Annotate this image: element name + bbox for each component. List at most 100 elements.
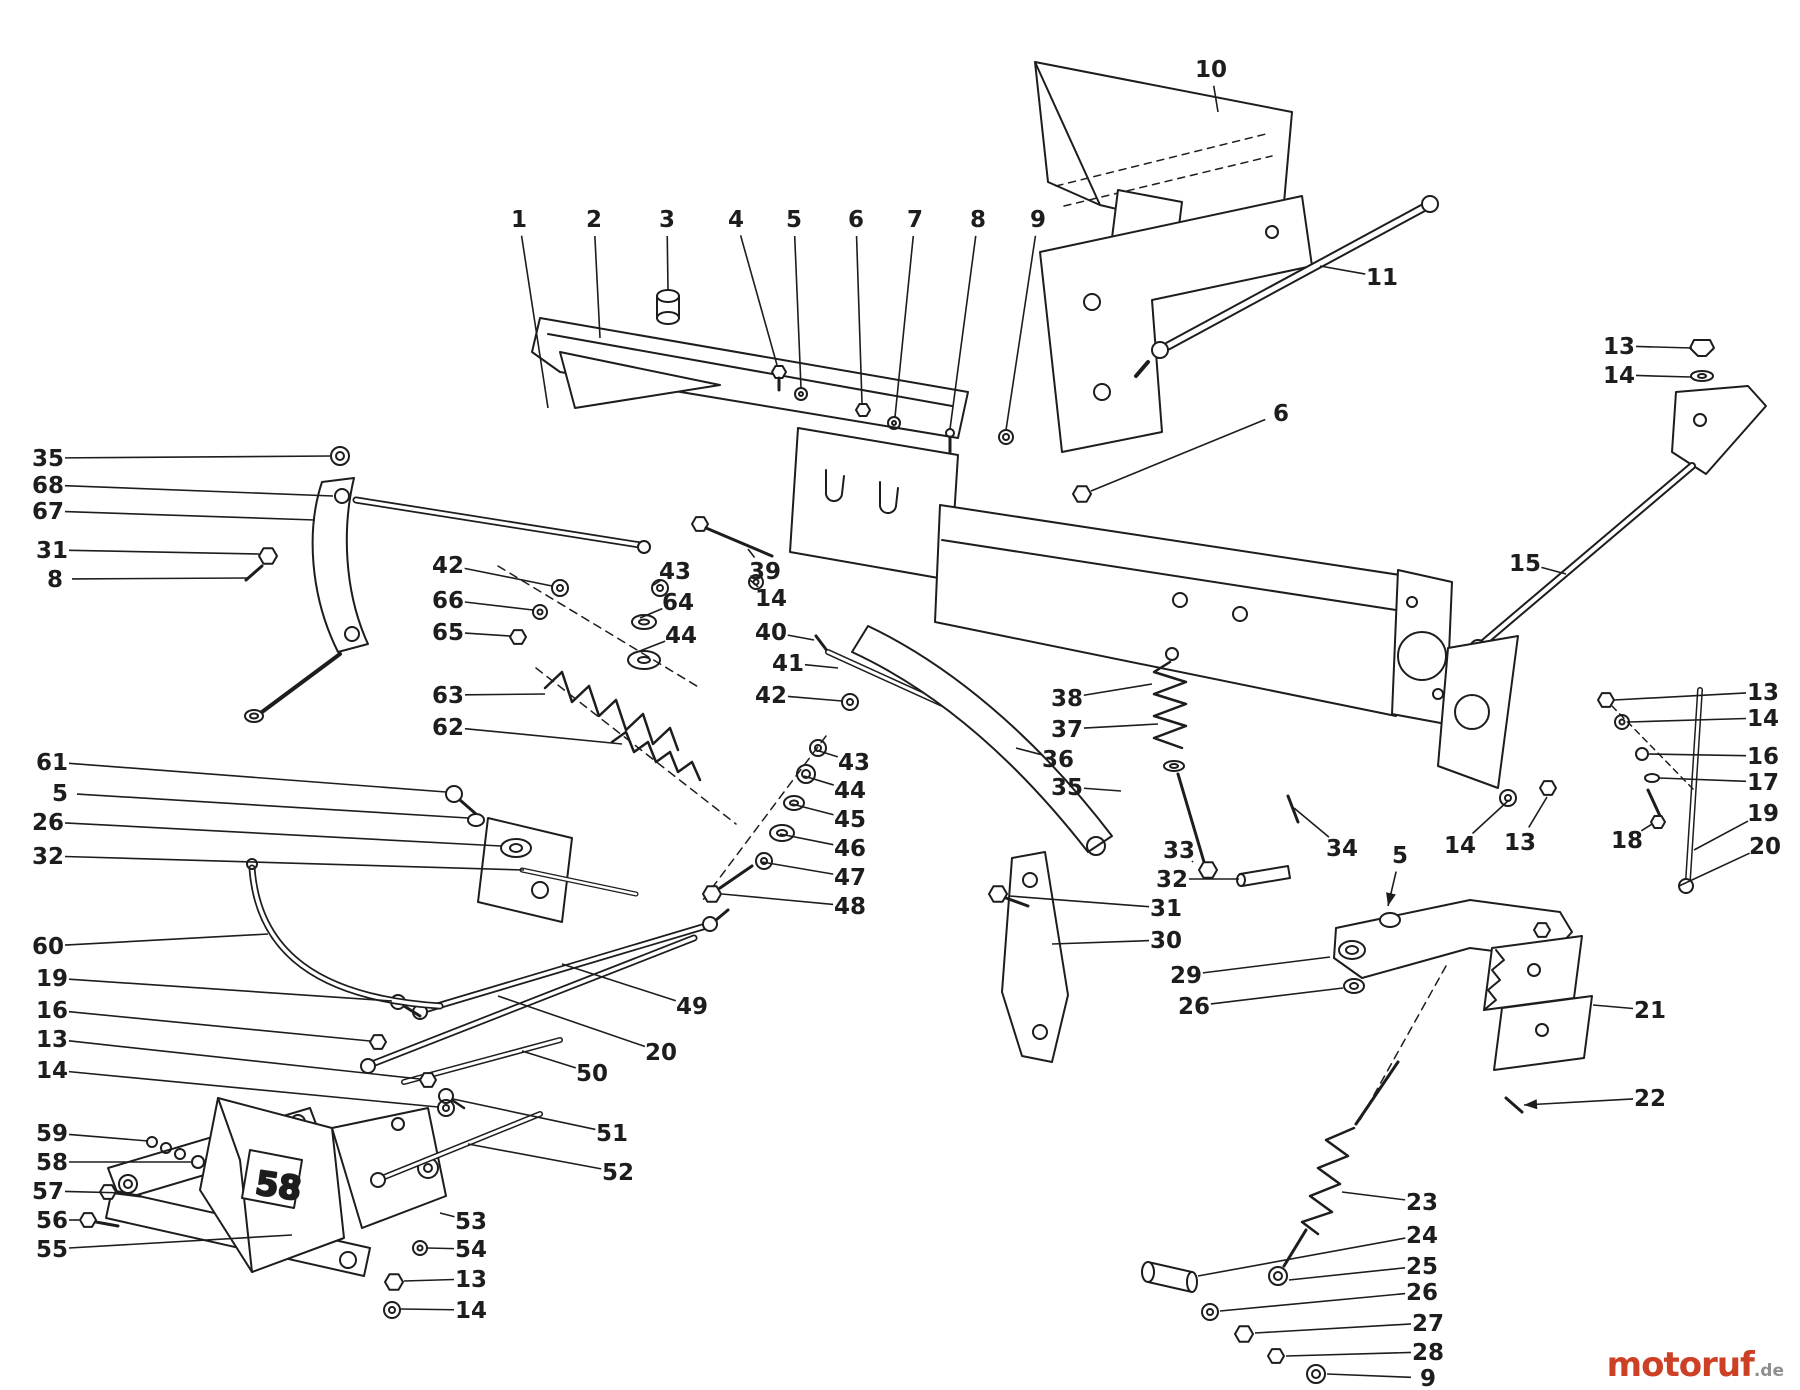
callout-29: 29: [1170, 963, 1202, 989]
right-lever-29-drawing: [1333, 780, 1573, 1121]
serrated-plates-drawing: [1483, 935, 1593, 1114]
callout-14: 14: [1747, 706, 1779, 732]
callout-44: 44: [834, 778, 866, 804]
callout-40: 40: [755, 620, 787, 646]
leader-line-8: [71, 577, 249, 580]
callout-43: 43: [659, 559, 691, 585]
callout-35: 35: [1051, 775, 1083, 801]
leader-line-36: [1015, 747, 1042, 756]
leader-line-51: [452, 1098, 596, 1131]
callout-44: 44: [665, 623, 697, 649]
leader-line-14: [68, 1070, 439, 1108]
callout-45: 45: [834, 807, 866, 833]
leader-line-38: [1083, 683, 1153, 697]
console-assembly-drawing: [1034, 61, 1313, 453]
callout-53: 53: [455, 1209, 487, 1235]
callout-2: 2: [586, 207, 602, 233]
leader-line-11: [1319, 265, 1366, 275]
tie-rods-drawing: [360, 908, 730, 1188]
leader-line-17: [1658, 777, 1747, 783]
callout-13: 13: [1747, 680, 1779, 706]
leader-line-49: [561, 963, 677, 1002]
leader-line-54: [426, 1247, 455, 1250]
leader-line-30: [1051, 939, 1150, 945]
callout-6: 6: [848, 207, 864, 233]
leader-line-25: [1288, 1266, 1406, 1281]
leader-line-2: [594, 235, 601, 339]
callout-48: 48: [834, 894, 866, 920]
leader-line-16: [1647, 753, 1747, 757]
callout-37: 37: [1051, 717, 1083, 743]
callout-64: 64: [662, 590, 694, 616]
callout-34: 34: [1326, 836, 1358, 862]
leader-line-34: [1293, 807, 1330, 838]
spring-37-38-drawing: [1152, 647, 1300, 879]
callout-20: 20: [645, 1040, 677, 1066]
leader-line-41: [804, 663, 839, 669]
callout-46: 46: [834, 836, 866, 862]
callout-62: 62: [432, 715, 464, 741]
leader-line-52: [467, 1143, 602, 1170]
callout-59: 59: [36, 1121, 68, 1147]
callout-52: 52: [602, 1160, 634, 1186]
leader-line-62: [464, 727, 623, 745]
callout-8: 8: [47, 567, 63, 593]
callout-21: 21: [1634, 998, 1666, 1024]
leader-line-14: [399, 1308, 455, 1311]
leader-line-68: [64, 484, 334, 497]
callout-28: 28: [1412, 1340, 1444, 1366]
callout-16: 16: [1747, 744, 1779, 770]
leader-line-55: [68, 1234, 293, 1249]
callout-30: 30: [1150, 928, 1182, 954]
callout-14: 14: [36, 1058, 68, 1084]
callout-14: 14: [1444, 833, 1476, 859]
callout-9: 9: [1030, 207, 1046, 233]
main-beam-drawing: [934, 485, 1453, 725]
callout-19: 19: [1747, 801, 1779, 827]
leader-line-43: [815, 749, 839, 758]
callout-3: 3: [659, 207, 675, 233]
leader-line-13: [1635, 345, 1693, 349]
callout-58: 58: [36, 1150, 68, 1176]
callout-38: 38: [1051, 686, 1083, 712]
leader-line-43: [651, 579, 662, 587]
leader-line-15: [1541, 566, 1567, 575]
callout-57: 57: [32, 1179, 64, 1205]
leader-line-28: [1285, 1351, 1412, 1357]
callout-56: 56: [36, 1208, 68, 1234]
callout-14: 14: [755, 586, 787, 612]
leader-line-37: [1083, 723, 1159, 729]
callout-24: 24: [1406, 1223, 1438, 1249]
washer-cluster-drawing: [497, 565, 701, 689]
carriage-assembly-drawing: [79, 1097, 447, 1319]
callout-26: 26: [1406, 1280, 1438, 1306]
callout-13: 13: [455, 1267, 487, 1293]
leader-line-5: [76, 793, 469, 819]
leader-line-1: [520, 235, 549, 409]
callout-35: 35: [32, 446, 64, 472]
tie-rod-11-drawing: [1134, 195, 1439, 378]
leader-arrowhead: [1524, 1099, 1538, 1110]
leader-line-33: [1191, 860, 1194, 863]
callout-41: 41: [772, 651, 804, 677]
leader-line-45: [791, 803, 834, 816]
gusset-bracket-drawing: [1437, 635, 1519, 789]
leader-line-40: [787, 634, 815, 641]
leader-line-65: [464, 632, 511, 637]
callout-43: 43: [838, 750, 870, 776]
leader-line-23: [1341, 1191, 1406, 1201]
lift-arm-36-drawing: [851, 625, 1113, 856]
leader-line-16: [68, 1010, 371, 1042]
callout-16: 16: [36, 998, 68, 1024]
leader-line-14: [1471, 799, 1510, 835]
callout-13: 13: [1603, 334, 1635, 360]
leader-line-48: [721, 893, 834, 906]
callout-5: 5: [786, 207, 802, 233]
leader-line-4: [739, 235, 778, 366]
callout-61: 61: [36, 750, 68, 776]
callout-23: 23: [1406, 1190, 1438, 1216]
leader-line-35: [1083, 787, 1122, 792]
